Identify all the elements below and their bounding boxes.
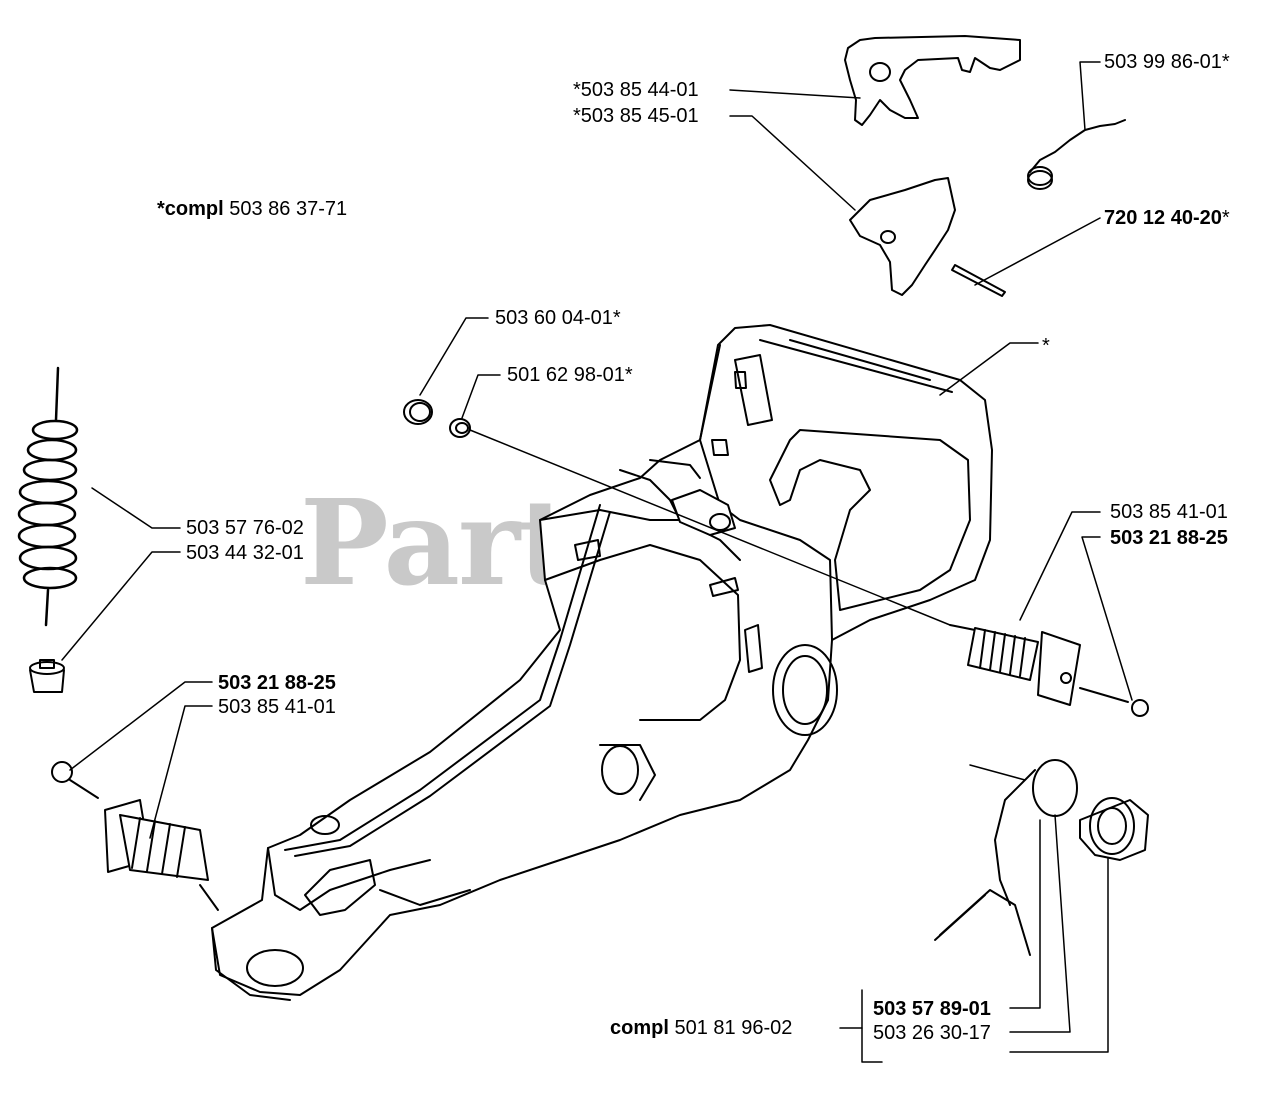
callout-503-44-32-01: 503 44 32-01 <box>186 542 304 564</box>
part-fuel-cap <box>1032 759 1149 861</box>
part-spring-small <box>1027 119 1126 190</box>
callout-501-62-98-01: 501 62 98-01* <box>507 364 633 386</box>
callout-720-12-40-20-number: 720 12 40-20 <box>1104 207 1222 229</box>
compl2-number: 501 81 96-02 <box>674 1017 793 1039</box>
callout-503-99-86-01: 503 99 86-01* <box>1104 51 1230 73</box>
callout-503-85-41-01-left: 503 85 41-01 <box>218 696 336 718</box>
callout-720-12-40-20: 720 12 40-20* <box>1104 207 1230 229</box>
callout-503-21-88-25-right: 503 21 88-25 <box>1110 527 1228 549</box>
callout-503-57-89-01: 503 57 89-01 <box>873 998 991 1020</box>
body-pin <box>671 489 736 536</box>
callout-compl-503-86-37-71: *compl 503 86 37-71 <box>157 198 347 220</box>
callout-503-85-41-01-right: 503 85 41-01 <box>1110 501 1228 523</box>
leader-lines <box>61 61 1133 1063</box>
compl2-prefix: compl <box>610 1017 669 1039</box>
callout-compl-501-81-96-02: compl 501 81 96-02 <box>610 1017 792 1039</box>
part-switch-lever <box>844 35 1021 126</box>
part-cap-strap <box>934 769 1036 956</box>
callout-star: * <box>1042 335 1050 357</box>
callout-503-21-88-25-left: 503 21 88-25 <box>218 672 336 694</box>
part-grommet-large <box>403 399 433 425</box>
part-pin <box>951 264 1006 297</box>
compl-number: 503 86 37-71 <box>229 198 348 220</box>
compl-prefix: *compl <box>157 198 224 220</box>
callout-503-60-04-01: 503 60 04-01* <box>495 307 621 329</box>
part-throttle-trigger <box>849 177 956 296</box>
part-fuel-hose <box>17 366 79 627</box>
part-fuel-filter <box>29 659 65 693</box>
callout-503-26-30-17: 503 26 30-17 <box>873 1022 991 1044</box>
callout-503-85-45-01: *503 85 45-01 <box>573 105 699 127</box>
part-av-spring-right <box>949 624 1149 717</box>
callout-503-85-44-01: *503 85 44-01 <box>573 79 699 101</box>
part-av-spring-left <box>51 761 219 911</box>
part-grommet-small <box>449 418 471 438</box>
callout-720-12-40-20-star: * <box>1221 207 1230 229</box>
rear-handle-body <box>211 324 993 1001</box>
callout-503-57-76-02: 503 57 76-02 <box>186 517 304 539</box>
